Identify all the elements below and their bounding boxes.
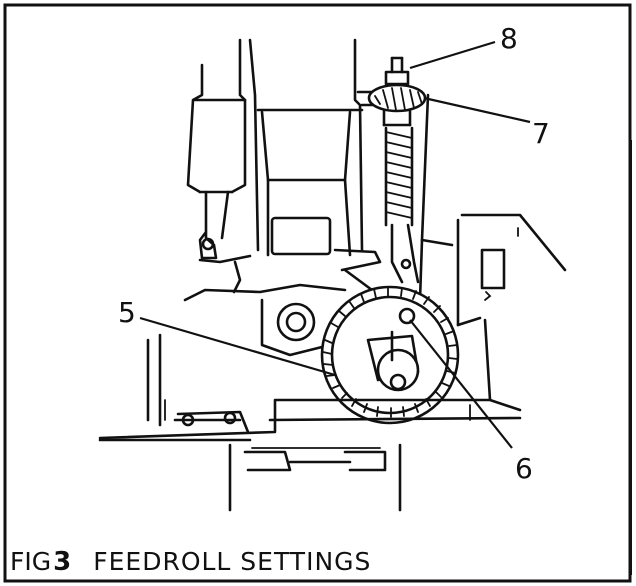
leader-line-7 — [423, 96, 531, 124]
knurled-lock-nut — [367, 83, 427, 113]
central-column — [248, 38, 394, 257]
callout-6: 6 — [515, 452, 533, 485]
leader-line-8 — [409, 40, 496, 70]
lever-and-base — [183, 248, 382, 357]
left-cylinder — [186, 38, 247, 260]
leader-line-5 — [139, 316, 336, 377]
set-screw — [398, 307, 416, 325]
callout-7: 7 — [532, 117, 550, 150]
callout-5: 5 — [118, 296, 136, 329]
leader-line-6 — [409, 319, 513, 449]
feedroll-gear — [320, 285, 460, 425]
caption-title: FEEDROLL SETTINGS — [93, 547, 371, 576]
caption-prefix: FIG — [10, 547, 51, 576]
machine-drawing — [98, 38, 567, 512]
figure-caption: FIG3 FEEDROLL SETTINGS — [10, 547, 371, 577]
callout-8: 8 — [500, 22, 518, 55]
bed-and-guides — [98, 333, 522, 512]
right-wall — [418, 93, 492, 402]
caption-number: 3 — [53, 547, 71, 577]
right-bracket — [456, 213, 567, 327]
adjusting-screw — [367, 56, 427, 284]
figure-frame — [3, 3, 632, 583]
